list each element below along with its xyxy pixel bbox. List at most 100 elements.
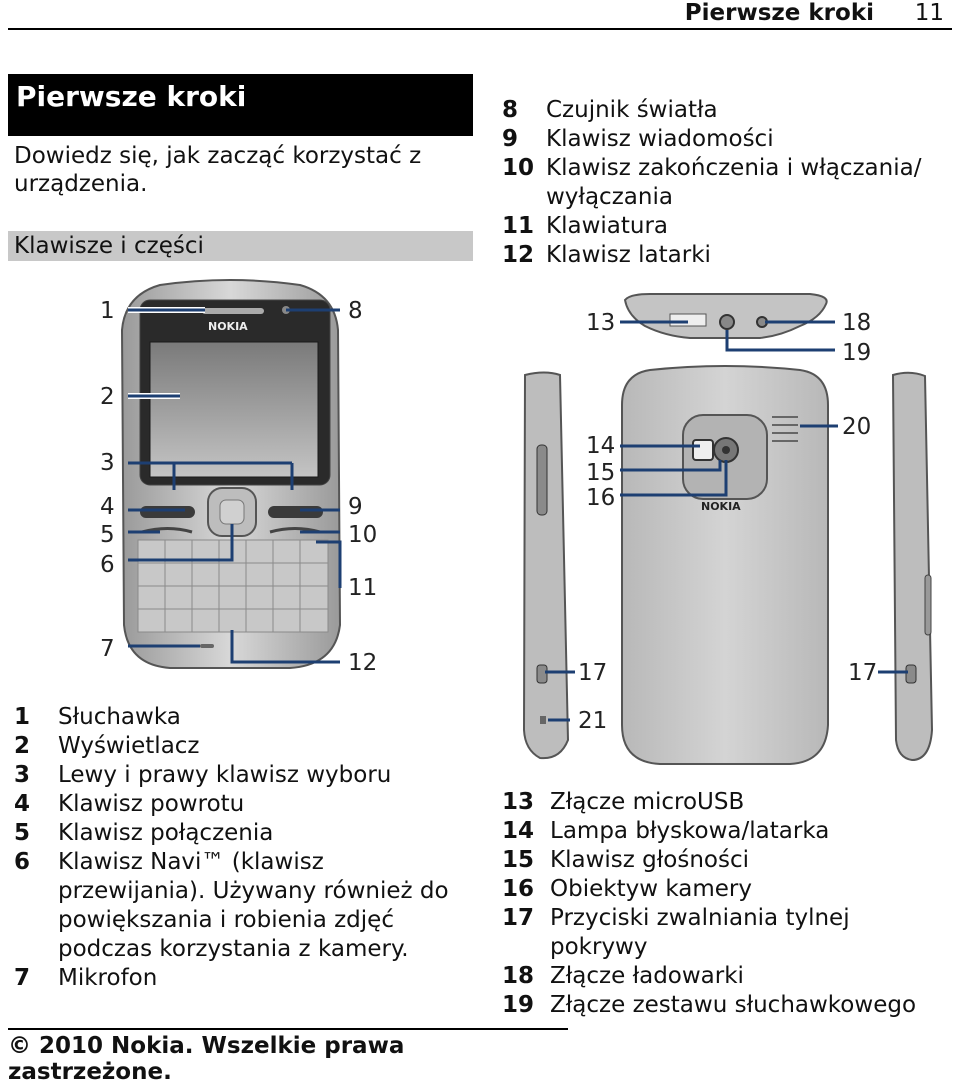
callout-19: 19: [842, 340, 871, 366]
running-header-title: Pierwsze kroki: [684, 0, 874, 26]
release-button-right: [905, 664, 917, 684]
item-number: 4: [14, 791, 31, 817]
item-number: 8: [502, 97, 519, 123]
phone-front: NOKIA: [100, 279, 377, 676]
item-number: 6: [14, 849, 31, 875]
list-item: 16 Obiektyw kamery: [502, 875, 952, 904]
charger-port: [719, 314, 735, 330]
item-number: 12: [502, 242, 535, 268]
earpiece-grille: [202, 308, 264, 314]
item-label: Klawisz Navi™ (klawisz przewijania). Uży…: [58, 849, 449, 962]
callout-14: 14: [586, 433, 615, 459]
callout-21: 21: [578, 708, 607, 734]
list-item: 4 Klawisz powrotu: [14, 790, 464, 819]
phone-top-view: 13 18 19: [586, 293, 871, 366]
item-number: 1: [14, 704, 31, 730]
list-item: 8 Czujnik światła: [502, 96, 942, 125]
callout-20: 20: [842, 414, 871, 440]
speaker-grille: [772, 416, 798, 442]
callout-9: 9: [348, 494, 363, 520]
message-key: [268, 506, 323, 518]
item-label: Mikrofon: [58, 965, 158, 991]
callout-5: 5: [100, 522, 115, 548]
back-key: [140, 506, 195, 518]
item-number: 17: [502, 905, 535, 931]
callout-4: 4: [100, 494, 115, 520]
copyright-footer: © 2010 Nokia. Wszelkie prawa zastrzeżone…: [8, 1028, 568, 1085]
item-number: 14: [502, 818, 535, 844]
brand-back: NOKIA: [701, 500, 741, 513]
list-item: 11 Klawiatura: [502, 212, 942, 241]
item-number: 16: [502, 876, 535, 902]
microphone: [200, 644, 214, 648]
callout-2: 2: [100, 384, 115, 410]
callout-10: 10: [348, 522, 377, 548]
phone-left-side: 17 21: [522, 371, 607, 760]
callout-12: 12: [348, 650, 377, 676]
item-label: Złącze zestawu słuchawkowego: [550, 992, 917, 1018]
callout-6: 6: [100, 552, 115, 578]
list-item: 14 Lampa błyskowa/latarka: [502, 817, 952, 846]
item-label: Klawisz głośności: [550, 847, 749, 873]
item-label: Lampa błyskowa/latarka: [550, 818, 830, 844]
item-number: 18: [502, 963, 535, 989]
item-label: Klawisz połączenia: [58, 820, 274, 846]
item-label: Czujnik światła: [546, 97, 718, 123]
chapter-title: Pierwsze kroki: [8, 74, 473, 136]
item-label: Klawisz zakończenia i włączania/ wyłącza…: [546, 155, 922, 210]
callout-11: 11: [348, 575, 377, 601]
item-label: Klawiatura: [546, 213, 669, 239]
callout-15: 15: [586, 460, 615, 486]
callout-1: 1: [100, 298, 115, 324]
item-label: Obiektyw kamery: [550, 876, 752, 902]
callout-3: 3: [100, 450, 115, 476]
phone-back: NOKIA 14 15 16 20: [586, 365, 871, 765]
item-label: Złącze ładowarki: [550, 963, 744, 989]
list-item: 19 Złącze zestawu słuchawkowego: [502, 991, 952, 1020]
section-heading: Klawisze i części: [8, 231, 473, 261]
callout-13: 13: [586, 310, 615, 336]
item-number: 10: [502, 155, 535, 181]
release-button-left: [536, 664, 548, 684]
page-header: Pierwsze kroki 11: [8, 0, 952, 30]
item-number: 7: [14, 965, 31, 991]
item-number: 11: [502, 213, 535, 239]
callout-8: 8: [348, 298, 363, 324]
item-label: Klawisz latarki: [546, 242, 711, 268]
item-number: 5: [14, 820, 31, 846]
item-label: Klawisz powrotu: [58, 791, 245, 817]
callout-17-right: 17: [848, 660, 877, 686]
list-item: 15 Klawisz głośności: [502, 846, 952, 875]
list-item: 7 Mikrofon: [14, 964, 464, 993]
callout-7: 7: [100, 636, 115, 662]
volume-key: [536, 444, 548, 516]
list-item: 5 Klawisz połączenia: [14, 819, 464, 848]
brand-front: NOKIA: [208, 320, 248, 333]
list-item: 10 Klawisz zakończenia i włączania/ wyłąc…: [502, 154, 942, 212]
item-label: Złącze microUSB: [550, 789, 745, 815]
list-item: 12 Klawisz latarki: [502, 241, 942, 270]
item-label: Wyświetlacz: [58, 733, 200, 759]
microusb-port: [669, 313, 707, 327]
list-item: 6 Klawisz Navi™ (klawisz przewijania). Uż…: [14, 848, 464, 964]
callout-17-left: 17: [578, 660, 607, 686]
flash-led: [692, 439, 714, 461]
item-number: 19: [502, 992, 535, 1018]
page-number: 11: [914, 0, 944, 26]
callout-18: 18: [842, 310, 871, 336]
phone-right-side: 17: [848, 371, 934, 762]
intro-text: Dowiedz się, jak zacząć korzystać z urzą…: [14, 143, 422, 197]
item-number: 3: [14, 762, 31, 788]
item-number: 9: [502, 126, 519, 152]
phone-parts-diagram: NOKIA: [100, 279, 934, 765]
item-number: 15: [502, 847, 535, 873]
